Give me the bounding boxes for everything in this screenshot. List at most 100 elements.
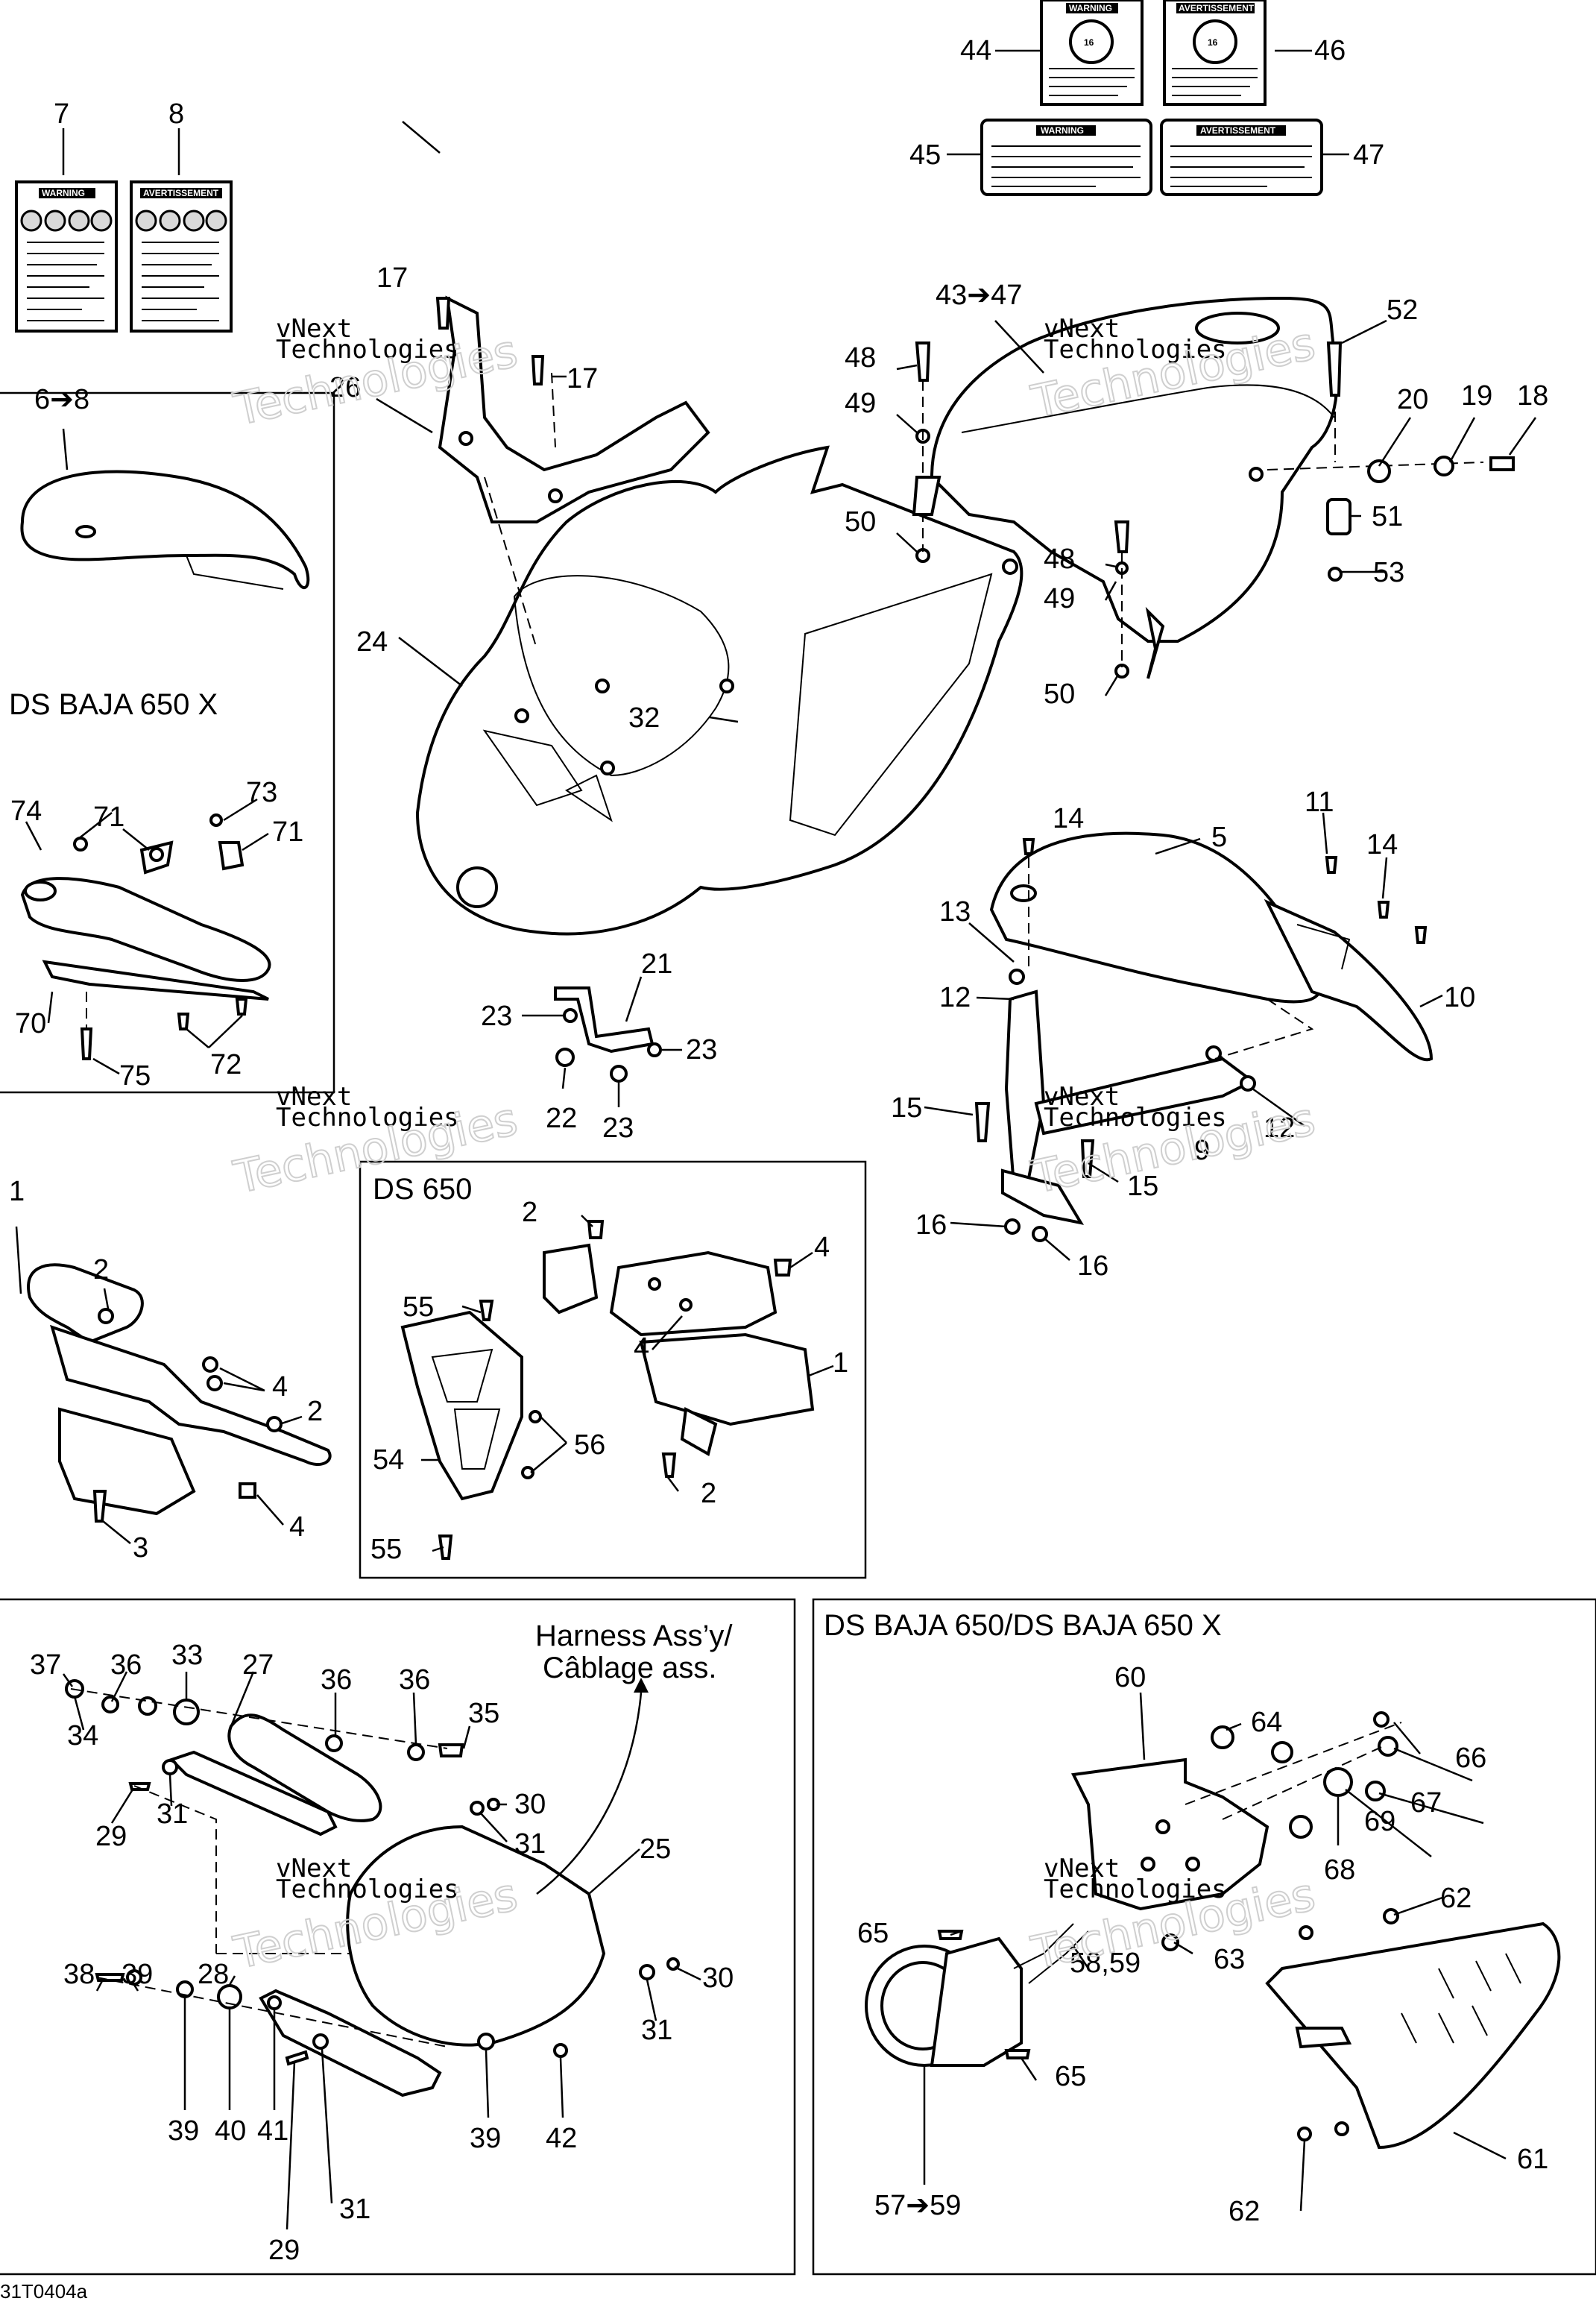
callout-2d: 2 xyxy=(701,1478,716,1509)
callout-36: 36 xyxy=(110,1649,142,1681)
callout-42: 42 xyxy=(546,2123,577,2154)
callout-41: 41 xyxy=(257,2115,288,2147)
decal-47: AVERTISSEMENT xyxy=(1160,119,1323,196)
callout-51: 51 xyxy=(1372,501,1403,532)
callout-29b: 29 xyxy=(268,2235,300,2266)
callout-22: 22 xyxy=(546,1103,577,1134)
callout-73: 73 xyxy=(246,777,277,808)
callout-6-8: 6➔8 xyxy=(34,384,89,415)
seat-cover xyxy=(20,470,310,590)
callout-18: 18 xyxy=(1517,380,1548,412)
front-fairing xyxy=(415,295,1023,936)
harness-label-en: Harness Ass’y/ xyxy=(535,1620,733,1652)
callout-57-59: 57➔59 xyxy=(874,2190,961,2221)
decal-47-title: AVERTISSEMENT xyxy=(1200,125,1276,136)
callout-67: 67 xyxy=(1410,1787,1442,1819)
callout-65: 65 xyxy=(857,1918,889,1949)
headlight-bracket-assembly xyxy=(65,1678,680,2097)
callout-14: 14 xyxy=(1053,803,1084,834)
callout-72: 72 xyxy=(210,1049,242,1080)
callout-16: 16 xyxy=(915,1209,947,1241)
callout-3: 3 xyxy=(133,1532,148,1564)
callout-9: 9 xyxy=(1194,1135,1210,1166)
callout-11: 11 xyxy=(1305,787,1334,818)
callout-75: 75 xyxy=(119,1060,151,1092)
callout-40: 40 xyxy=(215,2115,246,2147)
decal-44-title: WARNING xyxy=(1069,3,1112,13)
callout-43-47: 43➔47 xyxy=(936,280,1022,311)
tank-cover xyxy=(912,296,1515,679)
callout-4d: 4 xyxy=(634,1332,649,1364)
callout-2c: 2 xyxy=(522,1197,537,1228)
callout-numbers: 7 8 6➔8 44 46 45 47 17 17 26 24 32 43➔47… xyxy=(9,35,1548,2266)
callout-16b: 16 xyxy=(1077,1250,1108,1282)
callout-71b: 71 xyxy=(272,816,303,848)
callout-45: 45 xyxy=(909,139,941,171)
callout-68: 68 xyxy=(1324,1854,1355,1886)
callout-5: 5 xyxy=(1211,822,1227,853)
callout-26: 26 xyxy=(329,372,361,403)
callout-48: 48 xyxy=(845,342,876,374)
watermark-top-right-vnext: vNext xyxy=(1044,314,1120,344)
callout-30: 30 xyxy=(514,1789,546,1820)
warning-decals: WARNING AVERTISSEMENT WARNING 16 AVERTIS… xyxy=(15,0,1323,333)
callout-49: 49 xyxy=(845,388,876,419)
callout-50: 50 xyxy=(845,506,876,538)
callout-31: 31 xyxy=(157,1798,188,1830)
callout-62b: 62 xyxy=(1228,2196,1260,2227)
drawing-code: 31T0404a xyxy=(0,2280,88,2303)
callout-12: 12 xyxy=(939,982,971,1013)
callout-12b: 12 xyxy=(1264,1112,1295,1144)
svg-text:16: 16 xyxy=(1208,37,1218,48)
watermark-top-left: Technologies xyxy=(276,335,459,365)
callout-46: 46 xyxy=(1314,35,1346,66)
callout-23c: 23 xyxy=(602,1112,634,1144)
decal-44: WARNING 16 xyxy=(1040,0,1144,106)
callout-52: 52 xyxy=(1387,295,1418,326)
callout-27: 27 xyxy=(242,1649,274,1681)
front-fender xyxy=(974,831,1433,1242)
callout-14b: 14 xyxy=(1366,829,1398,860)
callout-29: 29 xyxy=(95,1821,127,1852)
ds650-bumper xyxy=(400,1220,815,1560)
section-frames xyxy=(0,391,1596,2276)
watermark-bottom-left-vnext: vNext xyxy=(276,1854,352,1883)
callout-35: 35 xyxy=(468,1698,499,1729)
callout-32: 32 xyxy=(628,702,660,734)
bracket-21 xyxy=(554,986,662,1083)
callout-50b: 50 xyxy=(1044,679,1075,710)
watermark-bottom-right-vnext: vNext xyxy=(1044,1854,1120,1883)
watermark-bottom-right: Technologies xyxy=(1044,1875,1227,1904)
decal-46-title: AVERTISSEMENT xyxy=(1179,3,1255,13)
callout-69: 69 xyxy=(1364,1806,1395,1837)
callout-30b: 30 xyxy=(702,1963,734,1994)
callout-19: 19 xyxy=(1461,380,1492,412)
watermark-mid-left: Technologies xyxy=(276,1103,459,1133)
callout-39b: 39 xyxy=(168,2115,199,2147)
callout-20: 20 xyxy=(1397,384,1428,415)
watermark-mid-right: Technologies xyxy=(1044,1103,1227,1133)
frame-baja-headlight xyxy=(812,1598,1596,2276)
callout-7: 7 xyxy=(54,98,69,130)
baja-headlight-assembly xyxy=(865,1711,1561,2150)
callout-17: 17 xyxy=(376,262,408,294)
callout-36c: 36 xyxy=(399,1664,430,1696)
callout-39c: 39 xyxy=(470,2123,501,2154)
callout-74: 74 xyxy=(10,796,42,827)
decal-8: AVERTISSEMENT xyxy=(130,180,233,333)
callout-60: 60 xyxy=(1114,1662,1146,1693)
callout-53: 53 xyxy=(1373,557,1404,588)
callout-64: 64 xyxy=(1251,1707,1282,1738)
callout-31b: 31 xyxy=(514,1828,546,1860)
callout-4: 4 xyxy=(272,1371,288,1403)
callout-4b: 4 xyxy=(289,1511,305,1543)
watermark-top-right: Technologies xyxy=(1044,335,1227,365)
callout-58-59: 58,59 xyxy=(1070,1948,1141,1979)
callout-33: 33 xyxy=(171,1640,203,1671)
callout-49b: 49 xyxy=(1044,583,1075,614)
decal-7-title: WARNING xyxy=(42,188,85,198)
callout-55: 55 xyxy=(403,1291,434,1323)
decal-45: WARNING xyxy=(980,119,1152,196)
callout-1: 1 xyxy=(9,1176,25,1207)
